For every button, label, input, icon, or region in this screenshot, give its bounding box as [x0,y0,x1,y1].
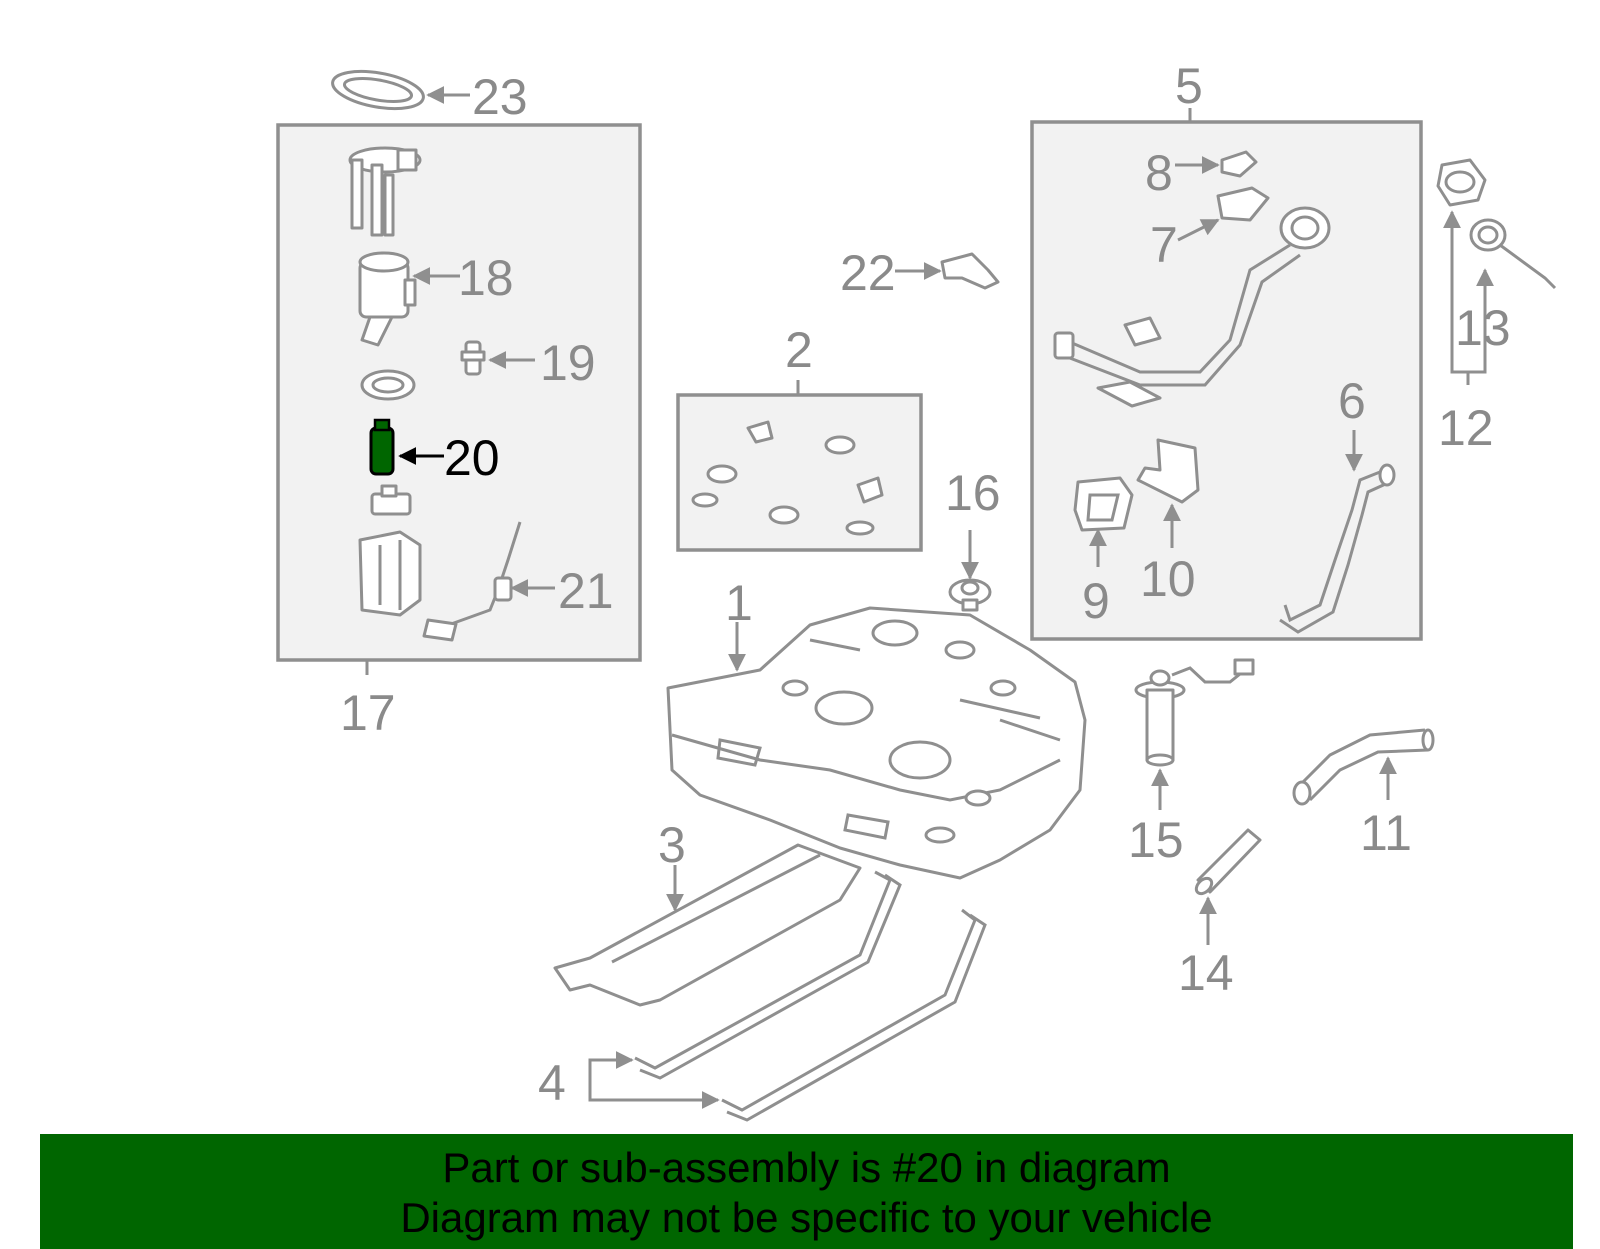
part-14-tube[interactable] [1193,828,1262,897]
callout-7: 7 [1150,217,1178,273]
callout-14: 14 [1178,945,1234,1001]
part-11-hose[interactable] [1292,728,1435,806]
callout-15: 15 [1128,812,1184,868]
part-15-sender-unit[interactable] [1134,658,1255,767]
callout-18: 18 [458,250,514,306]
callout-13: 13 [1455,300,1511,356]
part-20-fuel-pump[interactable] [369,418,395,476]
part-4-straps[interactable] [634,870,987,1122]
callout-6: 6 [1338,373,1366,429]
part-23-gasket[interactable] [330,65,427,114]
callout-4: 4 [538,1055,566,1111]
callout-20: 20 [444,430,500,486]
callout-5: 5 [1175,58,1203,114]
part-3-heat-shield[interactable] [553,843,862,1007]
info-banner: Part or sub-assembly is #20 in diagram D… [40,1134,1573,1249]
part-10-bracket[interactable] [1136,438,1200,504]
filler-neck [1053,206,1331,408]
part-22-clip[interactable] [940,252,1000,290]
part-2-pads[interactable] [691,420,884,536]
callout-11: 11 [1360,805,1412,861]
pump-module-top [348,146,422,237]
callout-10: 10 [1140,551,1196,607]
banner-line-1: Part or sub-assembly is #20 in diagram [442,1144,1171,1191]
callout-19: 19 [540,335,596,391]
callout-9: 9 [1082,573,1110,629]
part-21-sender[interactable] [422,521,522,642]
part-1-fuel-tank[interactable] [666,606,1087,880]
callout-22: 22 [840,245,896,301]
callout-21: 21 [558,563,614,619]
pump-bracket [360,369,416,401]
part-18-filter[interactable] [358,251,417,347]
callout-16: 16 [945,465,1001,521]
banner-line-2: Diagram may not be specific to your vehi… [400,1194,1213,1241]
part-9-housing[interactable] [1073,476,1134,532]
part-7-bracket[interactable] [1216,186,1270,222]
part-19-valve[interactable] [460,340,486,376]
part-6-hose[interactable] [1279,463,1396,634]
pump-connector [370,484,412,516]
part-8-bracket[interactable] [1220,150,1258,178]
part-16-clip[interactable] [948,578,992,612]
part-12-cap[interactable] [1436,158,1487,207]
callout-1: 1 [725,575,753,631]
callout-12: 12 [1438,400,1494,456]
callout-8: 8 [1145,145,1173,201]
callout-17: 17 [340,685,396,741]
assembly-box-17 [276,123,642,662]
callout-23: 23 [472,69,528,125]
callout-2: 2 [785,322,813,378]
pump-reservoir [358,530,422,617]
callout-3: 3 [658,817,686,873]
